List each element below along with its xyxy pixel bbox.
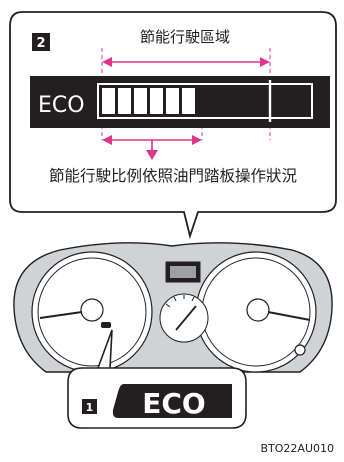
callout-1: 1 ECO [67, 329, 247, 429]
center-gauge [159, 293, 209, 343]
callout-1-number: 1 [86, 401, 94, 414]
current-ratio-arrow-head-left [102, 135, 112, 145]
eco-indicator-badge [112, 384, 232, 418]
eco-bar-segment [166, 88, 179, 114]
callout-2-number-badge [32, 33, 50, 51]
center-gauge-tick-4 [191, 296, 195, 302]
eco-bar-segment [134, 88, 147, 114]
instrument-cluster [13, 242, 333, 373]
right-gauge-hub [246, 298, 270, 322]
eco-bar-segment [118, 88, 131, 114]
left-gauge-ring [37, 257, 147, 367]
description-pointer-head [146, 150, 158, 160]
eco-bar-segment [102, 88, 115, 114]
figure-code: BTO22AU010 [261, 442, 335, 455]
eco-zone-label: 節能行駛區域 [140, 28, 230, 46]
eco-indicator-lamp [101, 322, 111, 328]
center-gauge-tick-2 [173, 296, 177, 302]
center-gauge-tick-1 [165, 303, 171, 308]
eco-zone-arrow-head-right [260, 57, 270, 67]
eco-bar-frame [97, 83, 313, 119]
eco-bar-segment [150, 88, 163, 114]
eco-zone-arrow-head-left [102, 57, 112, 67]
left-gauge-hub [80, 298, 104, 322]
eco-display-label: ECO [38, 93, 85, 118]
callout-2-number: 2 [36, 36, 45, 51]
eco-bar-segments [102, 88, 195, 114]
trip-reset-knob [294, 344, 306, 356]
callout-1-number-badge [82, 399, 97, 414]
callout-2: 2 節能行駛區域 ECO 節能行駛比例依照油門踏板操作狀況 [9, 11, 337, 240]
left-gauge-needle [39, 311, 83, 319]
eco-indicator-badge-text: ECO [142, 387, 205, 420]
current-ratio-arrow-head-right [192, 135, 202, 145]
eco-ratio-description: 節能行駛比例依照油門踏板操作狀況 [49, 167, 297, 185]
multi-info-display-screen [170, 266, 196, 278]
right-gauge-needle [267, 311, 311, 321]
eco-bar-segment [182, 88, 195, 114]
center-gauge-needle [175, 305, 197, 331]
